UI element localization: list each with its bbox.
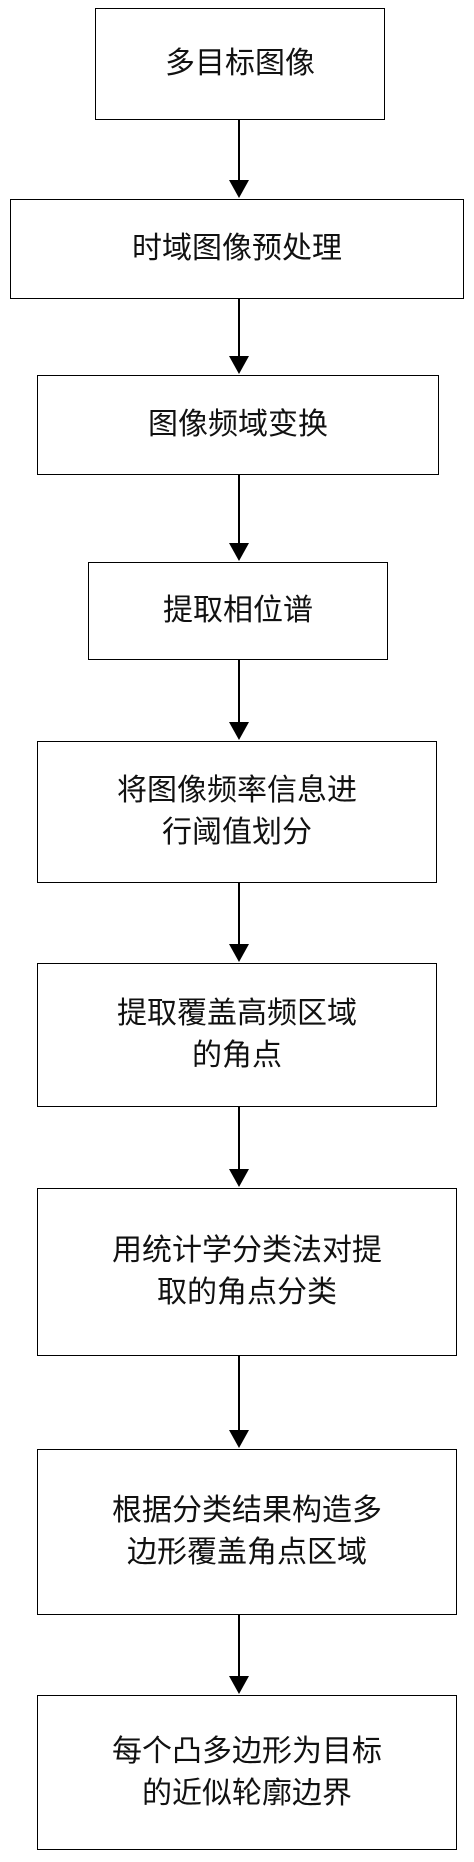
arrow-head-3 [229,543,249,561]
arrow-4 [238,660,240,724]
step-box-1: 多目标图像 [95,8,385,120]
step-box-4: 提取相位谱 [88,562,388,660]
step-box-8: 根据分类结果构造多 边形覆盖角点区域 [37,1449,457,1615]
step-label-9: 每个凸多边形为目标 的近似轮廓边界 [112,1733,382,1811]
step-label-3: 图像频域变换 [148,407,328,442]
arrow-head-7 [229,1430,249,1448]
step-label-8: 根据分类结果构造多 边形覆盖角点区域 [112,1493,382,1570]
step-label-6: 提取覆盖高频区域 的角点 [117,996,357,1073]
arrow-head-2 [229,356,249,374]
step-label-1: 多目标图像 [165,46,315,81]
arrow-2 [238,299,240,358]
arrow-5 [238,883,240,946]
arrow-head-5 [229,944,249,962]
step-box-5: 将图像频率信息进 行阈值划分 [37,741,437,883]
step-box-3: 图像频域变换 [37,375,439,475]
arrow-8 [238,1615,240,1678]
step-box-9: 每个凸多边形为目标 的近似轮廓边界 [37,1695,457,1850]
step-label-4: 提取相位谱 [163,593,313,628]
arrow-head-1 [229,180,249,198]
arrow-head-6 [229,1169,249,1187]
arrow-1 [238,120,240,182]
arrow-head-4 [229,722,249,740]
arrow-head-8 [229,1676,249,1694]
step-label-2: 时域图像预处理 [132,231,342,266]
step-label-5: 将图像频率信息进 行阈值划分 [117,773,357,850]
arrow-7 [238,1356,240,1432]
step-box-6: 提取覆盖高频区域 的角点 [37,963,437,1107]
arrow-6 [238,1107,240,1171]
step-box-2: 时域图像预处理 [10,199,464,299]
arrow-3 [238,475,240,545]
step-label-7: 用统计学分类法对提 取的角点分类 [112,1233,382,1310]
step-box-7: 用统计学分类法对提 取的角点分类 [37,1188,457,1356]
